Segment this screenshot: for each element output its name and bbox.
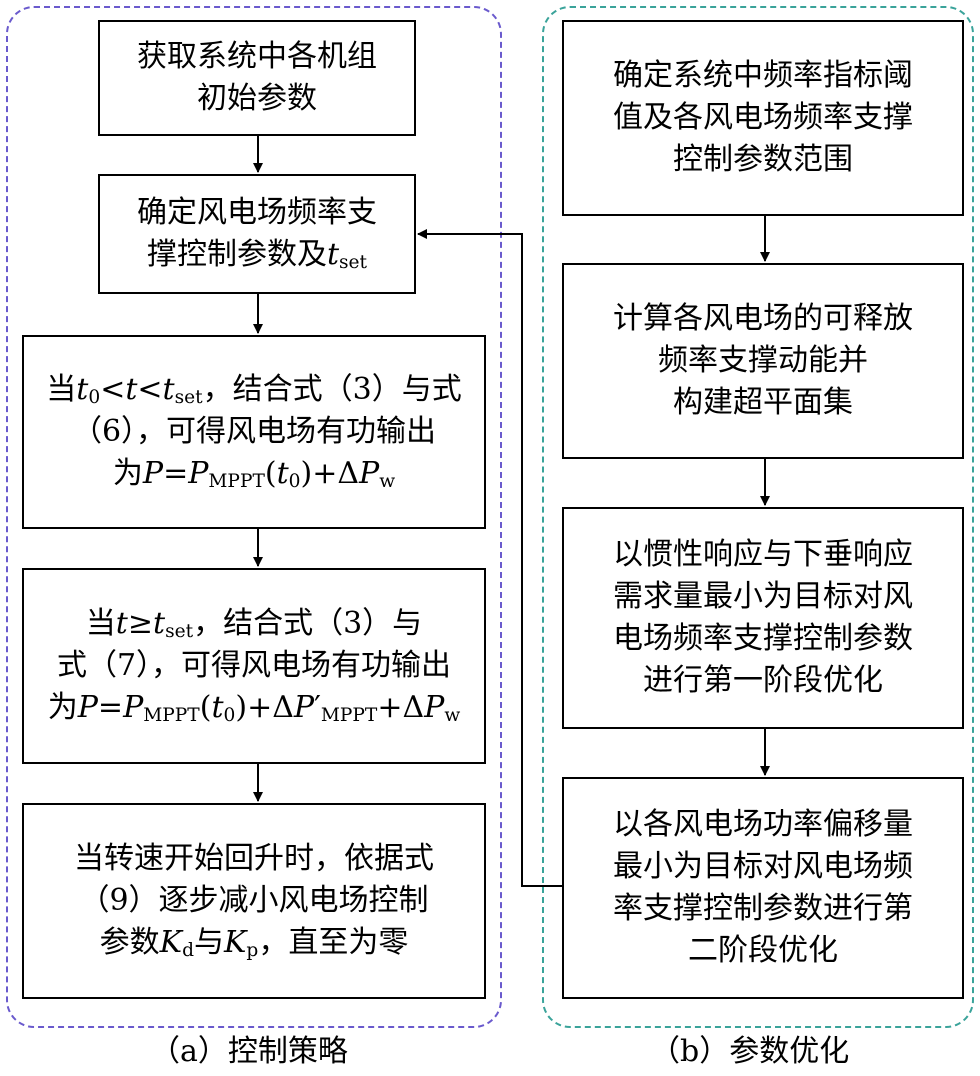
box-b4-line-3: 率支撑控制参数进行第	[613, 891, 913, 926]
box-a5: 当转速开始回升时，依据式 （9）逐步减小风电场控制 参数Kd与Kp，直至为零	[22, 803, 486, 999]
t4-close: )	[235, 690, 248, 725]
var-t-set: t	[326, 237, 340, 272]
t3-t02: t	[276, 456, 289, 491]
box-a3: 当t0<t<tset，结合式（3）与式 （6），可得风电场有功输出 为P=PMP…	[22, 335, 486, 529]
t4-tset: t	[153, 606, 166, 641]
box-b4: 以各风电场功率偏移量 最小为目标对风电场频 率支撑控制参数进行第 二阶段优化	[562, 777, 964, 999]
t4-rest1: ，结合式（3）与	[193, 606, 423, 641]
t4-t02: t	[211, 690, 224, 725]
t4-Pd-sub: MPPT	[320, 705, 378, 727]
box-b2-line-3: 构建超平面集	[673, 385, 853, 420]
t3-t: t	[125, 372, 138, 407]
box-b2-line-1: 计算各风电场的可释放	[613, 301, 913, 336]
box-b4-line-4: 二阶段优化	[688, 933, 838, 968]
box-b3-line-1: 以惯性响应与下垂响应	[613, 537, 913, 572]
t4-ge: ≥	[127, 606, 153, 641]
t5-l3-pre: 参数	[99, 925, 160, 960]
t4-pre: 当	[85, 606, 116, 641]
t4-Pw-sub: w	[444, 705, 461, 727]
box-a2: 确定风电场频率支 撑控制参数及tset	[98, 174, 416, 294]
box-a3-line-1: 当t0<t<tset，结合式（3）与式	[46, 369, 461, 411]
box-a2-line-1: 确定风电场频率支	[137, 195, 377, 230]
t3-t0: t	[76, 372, 89, 407]
t4-plus: +Δ	[247, 690, 294, 725]
box-a2-line-2-text: 撑控制参数及	[146, 237, 327, 272]
box-a3-line-3: 为P=PMPPT(t0)+ΔPw	[46, 453, 461, 495]
t5-Kd-sub: d	[182, 940, 194, 962]
box-b4-line-1: 以各风电场功率偏移量	[613, 807, 913, 842]
t4-Pm-sub: MPPT	[143, 705, 200, 727]
t3-eq: =	[163, 456, 189, 491]
box-b1: 确定系统中频率指标阈 值及各风电场频率支撑 控制参数范围	[562, 20, 964, 216]
t3-t0-sub: 0	[88, 387, 101, 409]
t4-Pw: P	[424, 690, 445, 725]
t5-Kd: K	[159, 925, 183, 960]
t5-Kp: K	[224, 925, 247, 960]
t4-tset-sub: set	[165, 621, 194, 643]
box-b3: 以惯性响应与下垂响应 需求量最小为目标对风 电场频率支撑控制参数 进行第一阶段优…	[562, 507, 964, 729]
t3-lt2: <	[137, 372, 163, 407]
t5-mid: 与	[194, 925, 224, 960]
box-b2-line-2: 频率支撑动能并	[658, 343, 868, 378]
box-a5-line-3: 参数Kd与Kp，直至为零	[74, 922, 434, 964]
t3-open: (	[264, 456, 277, 491]
t4-prime: ′	[314, 690, 321, 725]
t3-P: P	[142, 456, 164, 491]
box-a5-line-1: 当转速开始回升时，依据式	[74, 841, 434, 876]
t3-pre: 当	[46, 372, 77, 407]
box-b1-line-3: 控制参数范围	[673, 142, 853, 177]
box-b3-line-4: 进行第一阶段优化	[643, 663, 883, 698]
t4-Pm: P	[123, 690, 144, 725]
arrow-b4-a2-feedback	[417, 229, 562, 887]
t5-rest: ，直至为零	[258, 925, 409, 960]
t3-lt: <	[100, 372, 126, 407]
t3-plus: +Δ	[312, 456, 360, 491]
box-a4-line-2: 式（7），可得风电场有功输出	[56, 648, 452, 683]
caption-a: （a）控制策略	[150, 1034, 348, 1069]
var-t-set-sub: set	[339, 252, 368, 274]
panel-b-frame	[542, 6, 974, 1028]
t4-plus2: +Δ	[377, 690, 425, 725]
t3-Pw-sub: w	[379, 471, 396, 493]
box-a1: 获取系统中各机组 初始参数	[98, 20, 416, 136]
box-b2: 计算各风电场的可释放 频率支撑动能并 构建超平面集	[562, 263, 964, 459]
t3-Pw: P	[359, 456, 380, 491]
t4-t02-sub: 0	[223, 705, 236, 727]
box-a5-line-2: （9）逐步减小风电场控制	[79, 883, 429, 918]
t3-tset: t	[162, 372, 175, 407]
box-b3-line-3: 电场频率支撑控制参数	[613, 621, 913, 656]
panel-a-frame	[6, 6, 502, 1028]
caption-b: （b）参数优化	[650, 1034, 850, 1069]
t4-Pd: P	[293, 690, 315, 725]
t4-eq: =	[97, 690, 124, 725]
box-b4-line-2: 最小为目标对风电场频	[613, 849, 913, 884]
t4-l3-pre: 为	[47, 690, 78, 725]
box-b1-line-1: 确定系统中频率指标阈	[613, 58, 913, 93]
box-a3-line-2: （6），可得风电场有功输出	[71, 414, 437, 449]
t3-l3-pre: 为	[112, 456, 143, 491]
t3-close: )	[300, 456, 313, 491]
box-a4-line-3: 为P=PMPPT(t0)+ΔP′MPPT+ΔPw	[48, 687, 461, 729]
t3-Pm: P	[188, 456, 209, 491]
box-a2-line-2: 撑控制参数及tset	[137, 234, 377, 276]
t4-P: P	[77, 690, 98, 725]
t3-t02-sub: 0	[288, 471, 301, 493]
t4-t: t	[115, 606, 128, 641]
box-b1-line-2: 值及各风电场频率支撑	[613, 100, 913, 135]
box-b3-line-2: 需求量最小为目标对风	[613, 579, 913, 614]
t4-open: (	[199, 690, 212, 725]
box-a1-line-2: 初始参数	[197, 81, 317, 116]
t3-Pm-sub: MPPT	[208, 471, 265, 493]
t3-rest1: ，结合式（3）与式	[202, 372, 462, 407]
box-a1-line-1: 获取系统中各机组	[137, 39, 377, 74]
t5-Kp-sub: p	[246, 940, 259, 962]
box-a4: 当t≥tset，结合式（3）与 式（7），可得风电场有功输出 为P=PMPPT(…	[22, 568, 486, 764]
box-a4-line-1: 当t≥tset，结合式（3）与	[48, 603, 461, 645]
t3-tset-sub: set	[174, 387, 203, 409]
